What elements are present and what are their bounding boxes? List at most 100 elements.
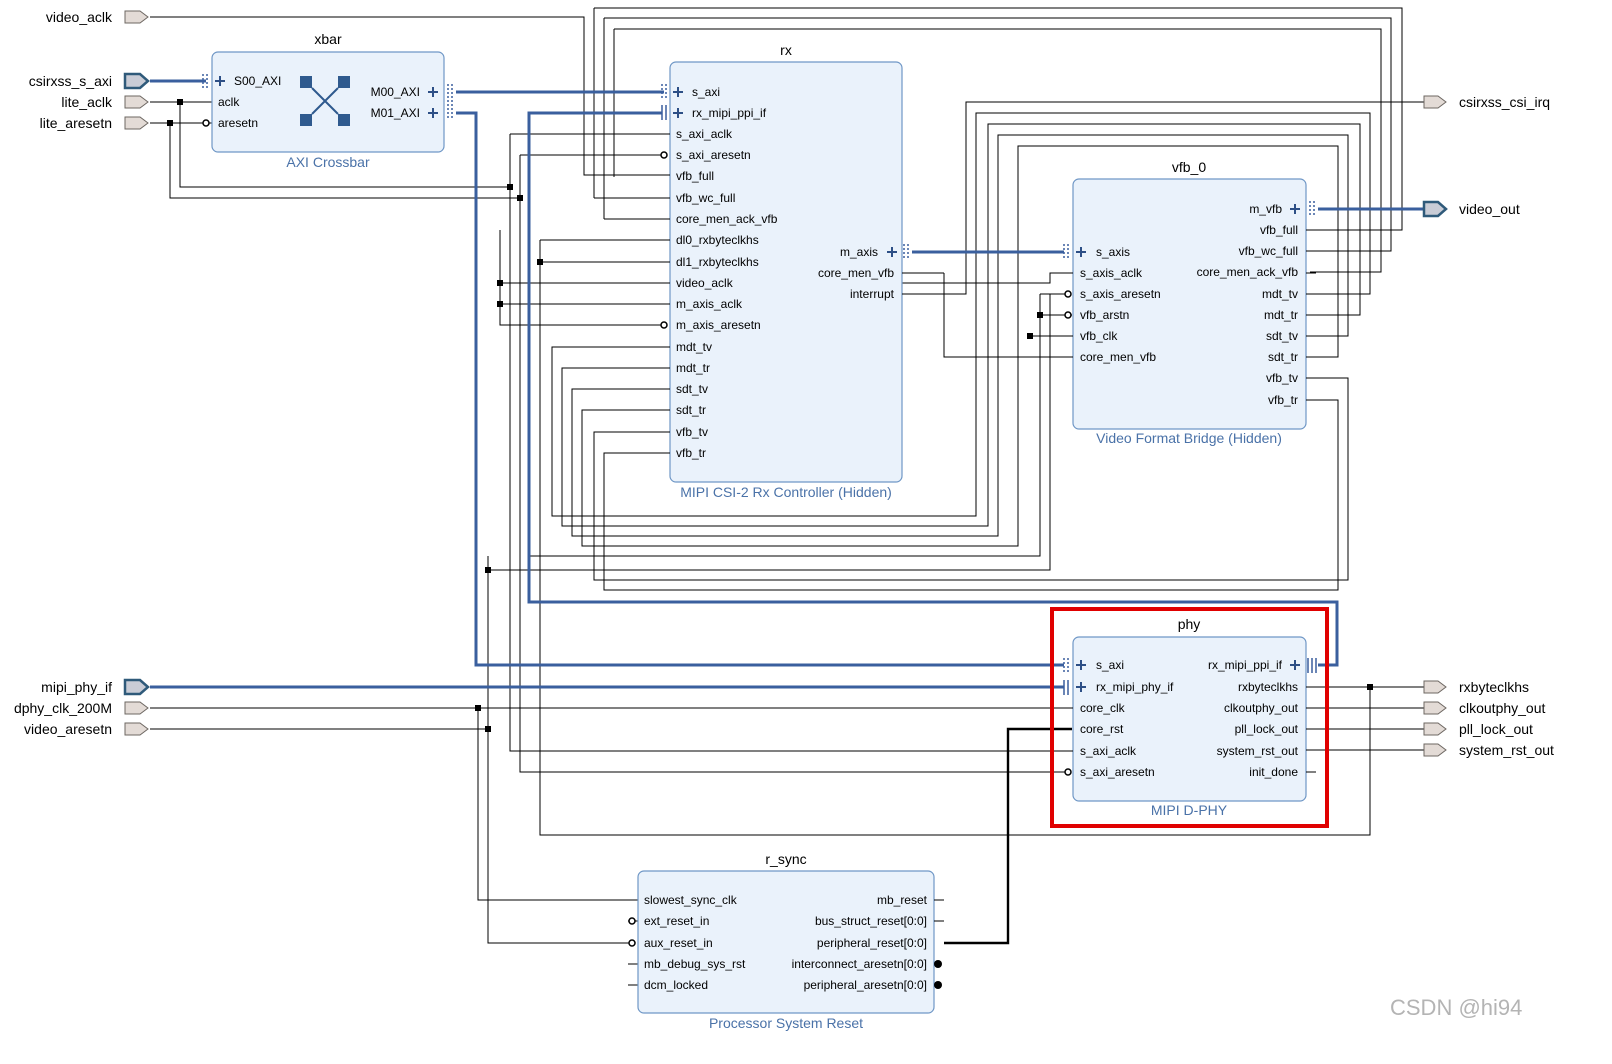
- port-csirxss-s-axi[interactable]: csirxss_s_axi: [29, 72, 150, 90]
- rx-pin-s-axi: s_axi: [692, 85, 720, 99]
- phy-pin-s-axi-aclk: s_axi_aclk: [1080, 744, 1137, 758]
- bus-phy-ppi-to-rx: [527, 111, 1339, 667]
- rsync-pin-peripheral-aresetn: peripheral_aresetn[0:0]: [804, 978, 927, 992]
- svg-text:clkoutphy_out: clkoutphy_out: [1459, 700, 1546, 716]
- rsync-right-pins: mb_reset bus_struct_reset[0:0] periphera…: [792, 893, 928, 992]
- port-mipi-phy-if[interactable]: mipi_phy_if: [41, 678, 150, 696]
- rx-pin-sdt-tr: sdt_tr: [676, 403, 706, 417]
- vfb-pin-vfb-tv: vfb_tv: [1266, 371, 1298, 385]
- vfb-pin-s-axis: s_axis: [1096, 245, 1130, 259]
- phy-pin-core-rst: core_rst: [1080, 722, 1124, 736]
- block-vfb[interactable]: vfb_0 Video Format Bridge (Hidden) s_axi…: [1063, 159, 1315, 446]
- xbar-title: xbar: [314, 31, 342, 47]
- port-clkoutphy-out[interactable]: clkoutphy_out: [1423, 700, 1546, 716]
- block-rsync[interactable]: r_sync Processor System Reset slowest_sy…: [628, 851, 944, 1031]
- port-pll-lock-out[interactable]: pll_lock_out: [1423, 721, 1533, 737]
- port-lite-aclk[interactable]: lite_aclk: [61, 94, 149, 110]
- rx-pin-vfb-tr: vfb_tr: [676, 446, 706, 460]
- block-xbar[interactable]: xbar AXI Crossbar S00_AXI aclk aresetn M…: [202, 31, 453, 170]
- rsync-pin-peripheral-reset: peripheral_reset[0:0]: [817, 936, 927, 950]
- xbar-pin-m01-axi: M01_AXI: [371, 106, 420, 120]
- rx-left-pins: s_axi rx_mipi_ppi_if s_axi_aclk s_axi_ar…: [676, 85, 778, 460]
- port-dphy-clk-200m[interactable]: dphy_clk_200M: [14, 700, 149, 716]
- svg-text:pll_lock_out: pll_lock_out: [1459, 721, 1533, 737]
- bus-peripheral-reset: [944, 727, 1072, 945]
- vfb-pin-s-axis-aresetn: s_axis_aresetn: [1080, 287, 1161, 301]
- rx-right-pins: m_axis core_men_vfb interrupt: [818, 245, 895, 301]
- phy-title: phy: [1178, 616, 1201, 632]
- block-phy[interactable]: phy MIPI D-PHY s_axi rx_mipi_phy_if core…: [1050, 607, 1329, 828]
- rx-pin-mdt-tr: mdt_tr: [676, 361, 710, 375]
- rx-pin-vfb-wc-full: vfb_wc_full: [676, 191, 735, 205]
- rx-pin-s-axi-aclk: s_axi_aclk: [676, 127, 733, 141]
- rsync-left-pins: slowest_sync_clk ext_reset_in aux_reset_…: [644, 893, 746, 992]
- phy-pin-pll-lock-out: pll_lock_out: [1235, 722, 1299, 736]
- svg-text:lite_aresetn: lite_aresetn: [40, 115, 112, 131]
- svg-text:lite_aclk: lite_aclk: [61, 94, 113, 110]
- rsync-pin-ext-reset-in: ext_reset_in: [644, 914, 709, 928]
- watermark: CSDN @hi94: [1390, 995, 1522, 1020]
- rx-title: rx: [780, 42, 792, 58]
- bus-m01-axi-to-phy: [456, 111, 1064, 667]
- rsync-pin-slowest-sync-clk: slowest_sync_clk: [644, 893, 738, 907]
- rsync-pin-mb-debug-sys-rst: mb_debug_sys_rst: [644, 957, 746, 971]
- vfb-pin-core-men-vfb: core_men_vfb: [1080, 350, 1156, 364]
- rx-pin-video-aclk: video_aclk: [676, 276, 734, 290]
- phy-pin-clkoutphy-out: clkoutphy_out: [1224, 701, 1299, 715]
- phy-right-pins: rx_mipi_ppi_if rxbyteclkhs clkoutphy_out…: [1208, 658, 1299, 779]
- rsync-subtitle: Processor System Reset: [709, 1015, 863, 1031]
- phy-pin-system-rst-out: system_rst_out: [1217, 744, 1299, 758]
- vfb-pin-s-axis-aclk: s_axis_aclk: [1080, 266, 1143, 280]
- phy-pin-s-axi: s_axi: [1096, 658, 1124, 672]
- block-rx[interactable]: rx MIPI CSI-2 Rx Controller (Hidden) s_a…: [660, 42, 909, 500]
- xbar-pin-s00-axi: S00_AXI: [234, 74, 281, 88]
- svg-text:video_aresetn: video_aresetn: [24, 721, 112, 737]
- phy-subtitle: MIPI D-PHY: [1151, 802, 1228, 818]
- phy-pin-rx-mipi-ppi-if: rx_mipi_ppi_if: [1208, 658, 1283, 672]
- phy-pin-rx-mipi-phy-if: rx_mipi_phy_if: [1096, 680, 1174, 694]
- vfb-pin-m-vfb: m_vfb: [1249, 202, 1282, 216]
- vfb-pin-mdt-tr: mdt_tr: [1264, 308, 1298, 322]
- rx-pin-m-axis: m_axis: [840, 245, 878, 259]
- rsync-pin-bus-struct-reset: bus_struct_reset[0:0]: [815, 914, 927, 928]
- rx-pin-dl1-rxbyteclkhs: dl1_rxbyteclkhs: [676, 255, 759, 269]
- port-system-rst-out[interactable]: system_rst_out: [1423, 742, 1554, 758]
- vfb-right-pins: m_vfb vfb_full vfb_wc_full core_men_ack_…: [1197, 202, 1299, 407]
- phy-pin-rxbyteclkhs: rxbyteclkhs: [1238, 680, 1298, 694]
- rx-pin-mdt-tv: mdt_tv: [676, 340, 712, 354]
- svg-text:rxbyteclkhs: rxbyteclkhs: [1459, 679, 1529, 695]
- svg-text:video_out: video_out: [1459, 201, 1520, 217]
- port-rxbyteclkhs[interactable]: rxbyteclkhs: [1423, 679, 1529, 695]
- port-video-aclk[interactable]: video_aclk: [46, 9, 149, 25]
- port-lite-aresetn[interactable]: lite_aresetn: [40, 115, 149, 131]
- port-csirxss-csi-irq[interactable]: csirxss_csi_irq: [1423, 94, 1550, 110]
- vfb-pin-vfb-clk: vfb_clk: [1080, 329, 1118, 343]
- vfb-pin-vfb-arstn: vfb_arstn: [1080, 308, 1129, 322]
- phy-left-pins: s_axi rx_mipi_phy_if core_clk core_rst s…: [1080, 658, 1174, 779]
- vfb-left-pins: s_axis s_axis_aclk s_axis_aresetn vfb_ar…: [1080, 245, 1161, 364]
- phy-pin-init-done: init_done: [1249, 765, 1298, 779]
- rsync-pin-aux-reset-in: aux_reset_in: [644, 936, 713, 950]
- rx-pin-s-axi-aresetn: s_axi_aresetn: [676, 148, 751, 162]
- rx-pin-core-men-ack-vfb: core_men_ack_vfb: [676, 212, 778, 226]
- port-video-out[interactable]: video_out: [1422, 200, 1520, 218]
- vfb-title: vfb_0: [1172, 159, 1206, 175]
- rx-pin-rx-mipi-ppi-if: rx_mipi_ppi_if: [692, 106, 767, 120]
- rsync-pin-mb-reset: mb_reset: [877, 893, 928, 907]
- rx-pin-vfb-tv: vfb_tv: [676, 425, 708, 439]
- svg-text:mipi_phy_if: mipi_phy_if: [41, 679, 112, 695]
- rx-pin-vfb-full: vfb_full: [676, 169, 714, 183]
- xbar-pin-aresetn: aresetn: [218, 116, 258, 130]
- xbar-subtitle: AXI Crossbar: [286, 154, 370, 170]
- xbar-pin-m00-axi: M00_AXI: [371, 85, 420, 99]
- svg-text:dphy_clk_200M: dphy_clk_200M: [14, 700, 112, 716]
- rsync-pin-dcm-locked: dcm_locked: [644, 978, 708, 992]
- port-video-aresetn[interactable]: video_aresetn: [24, 721, 149, 737]
- svg-text:csirxss_s_axi: csirxss_s_axi: [29, 73, 112, 89]
- rx-pin-core-men-vfb: core_men_vfb: [818, 266, 894, 280]
- rsync-marks: [628, 899, 944, 989]
- vfb-pin-vfb-full: vfb_full: [1260, 223, 1298, 237]
- vfb-pin-core-men-ack-vfb: core_men_ack_vfb: [1197, 265, 1299, 279]
- vfb-pin-vfb-tr: vfb_tr: [1268, 393, 1298, 407]
- vfb-pin-mdt-tv: mdt_tv: [1262, 287, 1298, 301]
